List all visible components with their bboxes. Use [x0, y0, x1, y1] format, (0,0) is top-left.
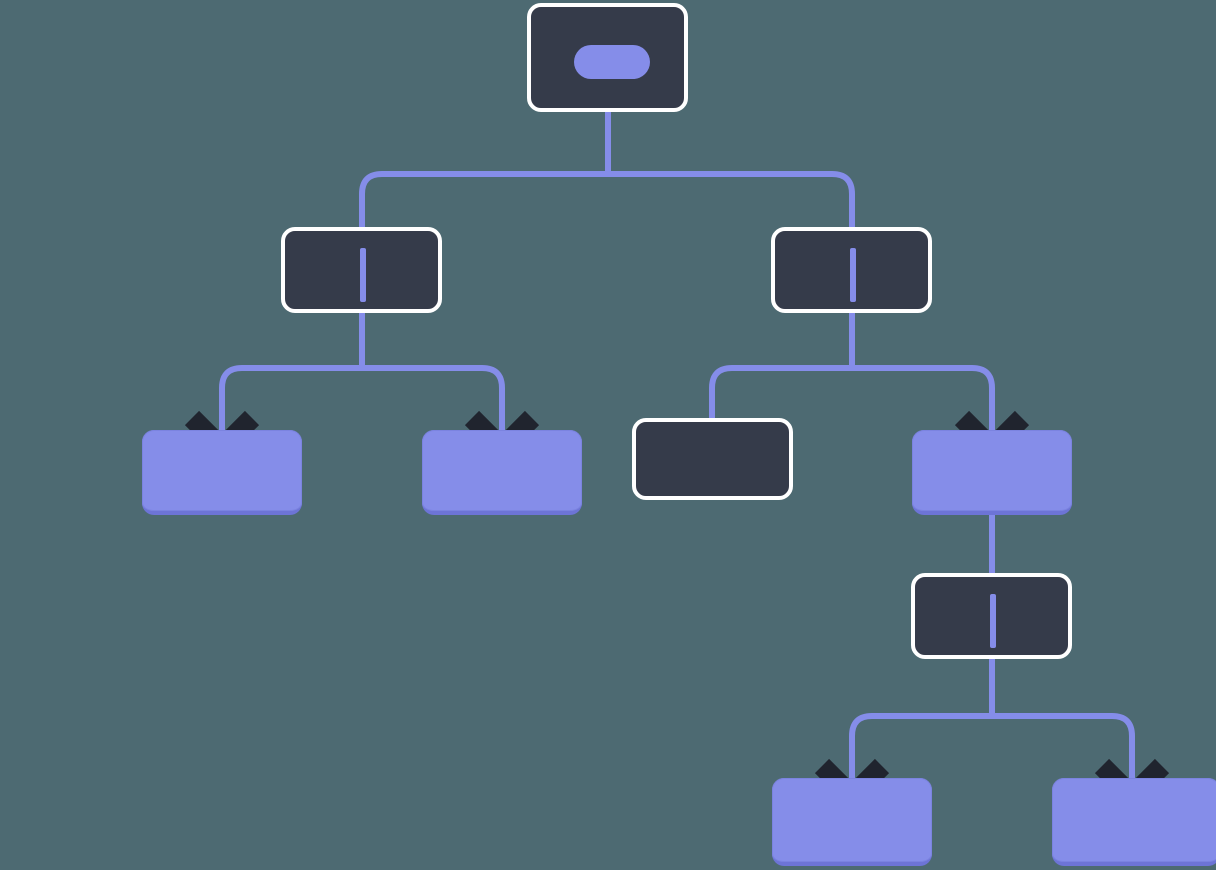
node-leaf-4[interactable]	[1052, 778, 1216, 866]
edge-deep-to-leaf4	[992, 713, 1135, 796]
node-dark-deep[interactable]	[911, 573, 1072, 659]
node-root-pill-marker	[574, 45, 650, 79]
node-right-branch-line-marker	[850, 248, 856, 302]
node-dark-leaf[interactable]	[632, 418, 793, 500]
edge-left-to-leaf1	[219, 365, 362, 448]
node-right-branch[interactable]	[771, 227, 932, 313]
edge-deep-to-leaf3	[849, 713, 992, 796]
node-left-branch-line-marker	[360, 248, 366, 302]
edge-right-to-purplemid	[852, 365, 995, 448]
node-leaf-1[interactable]	[142, 430, 302, 515]
edge-left-to-leaf2	[362, 365, 505, 448]
node-dark-deep-line-marker	[990, 594, 996, 648]
node-root[interactable]	[527, 3, 688, 112]
edge-root-to-right	[608, 171, 855, 313]
node-purple-mid[interactable]	[912, 430, 1072, 515]
edge-root-to-left	[359, 171, 608, 313]
node-left-branch[interactable]	[281, 227, 442, 313]
edge-right-to-darkleaf	[709, 365, 852, 418]
node-leaf-2[interactable]	[422, 430, 582, 515]
node-leaf-3[interactable]	[772, 778, 932, 866]
